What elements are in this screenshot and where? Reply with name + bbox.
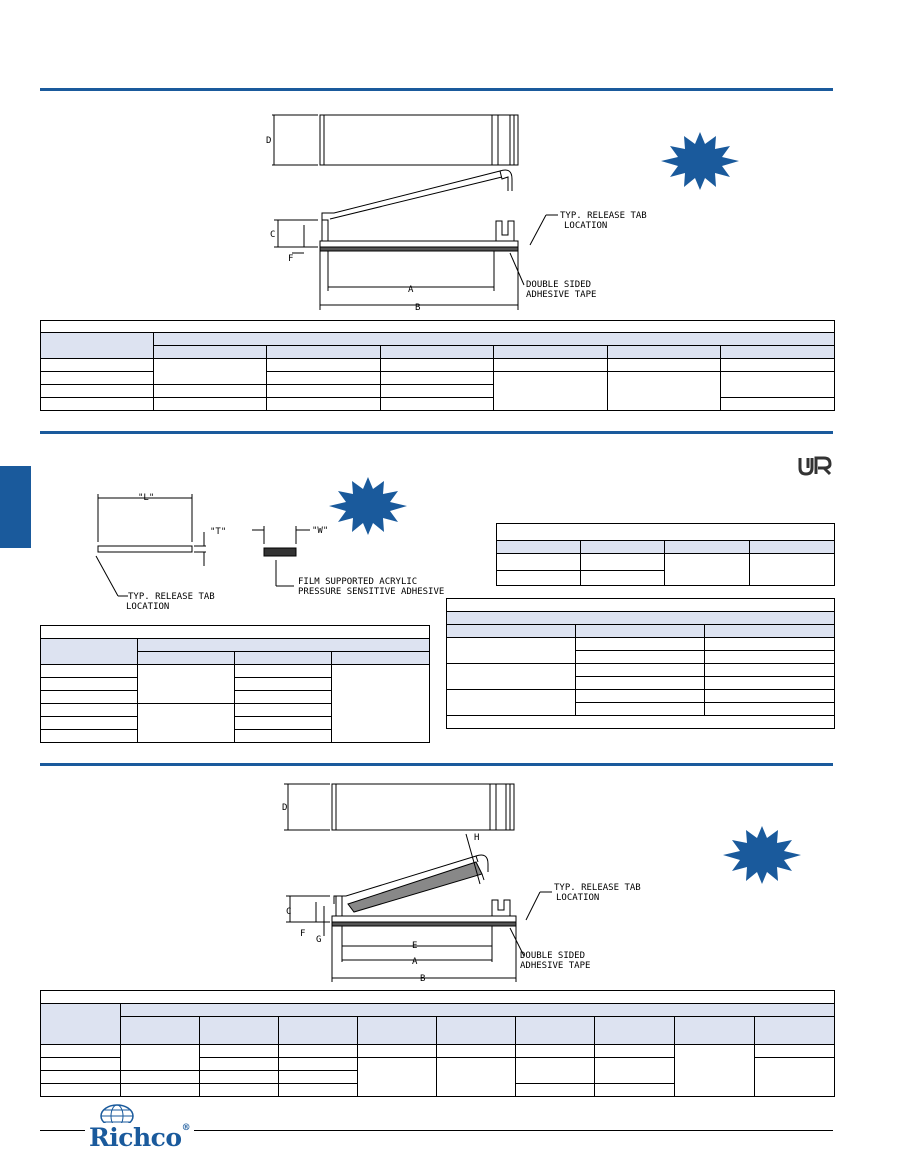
spec-table-4 [445,598,836,729]
dim-label: A [408,285,414,295]
spec-table-3 [40,625,430,743]
dim-label: B [415,303,420,313]
dim-label: D [282,803,287,813]
callout-text: PRESSURE SENSITIVE ADHESIVE [298,587,444,597]
section-rule-3 [40,763,833,766]
footer-rule [40,1130,833,1131]
starburst-badge [722,826,802,889]
callout-text: TYP. RELEASE TAB [128,592,215,602]
drawing-2: "L" "T" "W" TYP. RELEASE TAB LOCATION FI… [80,480,450,610]
dim-label: A [412,957,418,967]
spec-table-2 [496,523,835,586]
side-tab [0,466,31,548]
dim-label: C [270,230,275,240]
dim-label: F [300,929,305,939]
dim-label: F [288,254,293,264]
brand-name: Richco [89,1123,182,1152]
drawing-1: D C F A B TYP. RELEASE TAB LOCATION DOUB… [260,105,660,315]
callout-text: ADHESIVE TAPE [526,290,596,300]
dim-label: E [412,941,417,951]
callout-text: TYP. RELEASE TAB [560,211,647,221]
dim-label: "W" [312,526,328,536]
callout-text: FILM SUPPORTED ACRYLIC [298,577,417,587]
dim-label: G [316,935,321,945]
spec-table-5 [39,990,836,1097]
callout-text: LOCATION [556,893,599,903]
starburst-badge [660,132,740,195]
callout-text: ADHESIVE TAPE [520,961,590,971]
dim-label: D [266,136,271,146]
dim-label: B [420,974,425,984]
registered-mark: ® [181,1123,191,1133]
spec-table-1 [39,320,836,411]
drawing-3: D H C F G E A B TYP. RELEASE TAB LOCATIO… [270,776,670,986]
ur-recognized-mark-icon [796,454,834,483]
callout-text: DOUBLE SIDED [520,951,585,961]
callout-text: LOCATION [564,221,607,231]
dim-label: H [474,833,479,843]
dim-label: "T" [210,527,226,537]
callout-text: DOUBLE SIDED [526,280,591,290]
richco-logo: Richco® [85,1123,195,1152]
section-rule-2 [40,431,833,434]
callout-text: LOCATION [126,602,169,610]
callout-text: TYP. RELEASE TAB [554,883,641,893]
section-rule-1 [40,88,833,91]
dim-label: C [286,907,291,917]
starburst-badge [328,477,408,540]
dim-label: "L" [138,493,154,503]
